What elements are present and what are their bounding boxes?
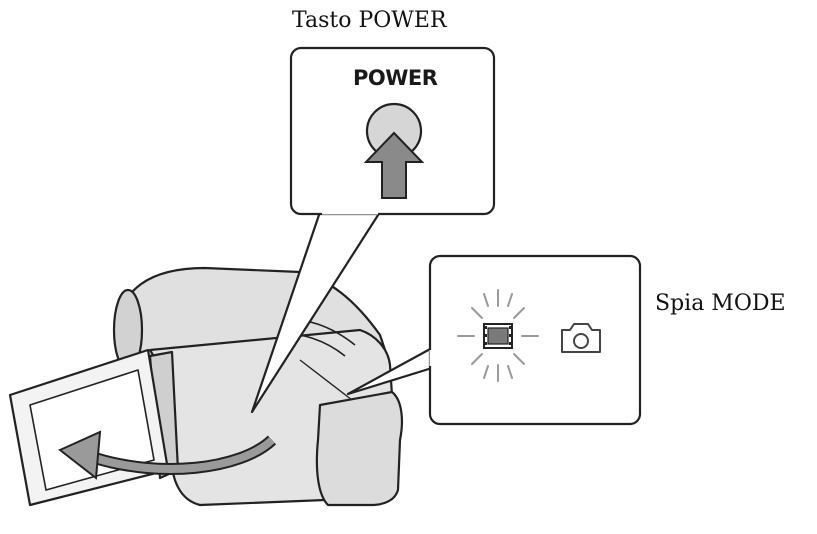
mode-callout-box bbox=[428, 254, 642, 426]
power-button-label: POWER bbox=[353, 66, 438, 90]
blink-rays bbox=[457, 289, 539, 382]
camcorder-grip bbox=[315, 390, 403, 507]
power-key-label: Tasto POWER bbox=[292, 8, 447, 33]
mode-lamp-label: Spia MODE bbox=[655, 291, 786, 316]
movie-mode-icon bbox=[457, 289, 539, 382]
camcorder-side-line bbox=[299, 359, 353, 401]
press-arrow-icon bbox=[363, 131, 425, 199]
open-lcd-arrow-head bbox=[58, 430, 102, 480]
open-lcd-arrow bbox=[58, 430, 277, 480]
photo-mode-icon bbox=[561, 323, 601, 353]
